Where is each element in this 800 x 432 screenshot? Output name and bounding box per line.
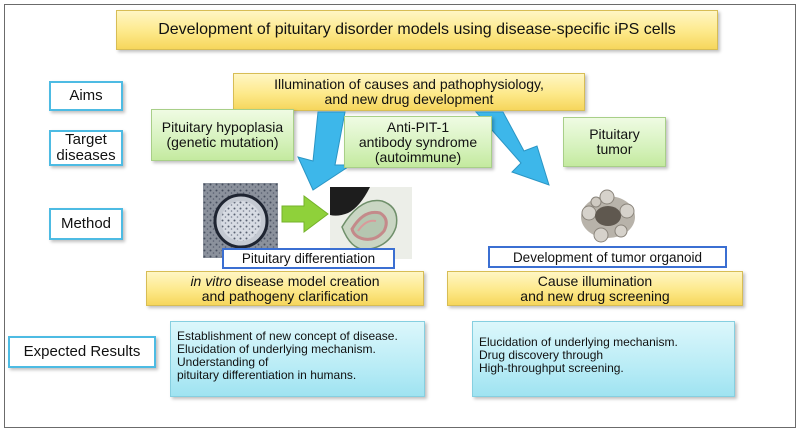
outcome-box-left: in vitro disease model creation and path… <box>146 271 424 306</box>
expected-left-line1: Establishment of new concept of disease. <box>177 329 398 343</box>
label-method-text: Method <box>60 215 112 232</box>
arrow-down-right-icon <box>474 111 550 186</box>
aims-line2: and new drug development <box>324 91 494 107</box>
disease-hypoplasia-line1: Pituitary hypoplasia <box>161 119 284 135</box>
caption-tumor-organoid: Development of tumor organoid <box>488 246 727 268</box>
expected-right-line1: Elucidation of underlying mechanism. <box>479 335 678 349</box>
expected-results-right: Elucidation of underlying mechanism. Dru… <box>472 321 735 397</box>
outcome-left-line2: and pathogeny clarification <box>201 287 369 304</box>
label-aims-text: Aims <box>69 87 103 104</box>
arrow-down-left-icon <box>297 111 353 191</box>
expected-right-line2: Drug discovery through <box>479 348 604 362</box>
outcome-left-rest: disease model creation <box>231 272 380 289</box>
pituitary-micrograph-2 <box>330 187 412 259</box>
label-target-diseases: Target diseases <box>49 130 123 166</box>
outcome-left-line1: in vitro disease model creation <box>190 272 380 289</box>
disease-antipit1-line2: antibody syndrome <box>358 133 478 150</box>
disease-tumor-line1: Pituitary <box>589 126 640 142</box>
expected-results-left: Establishment of new concept of disease.… <box>170 321 425 397</box>
label-expected-text: Expected Results <box>23 343 141 360</box>
disease-tumor-line2: tumor <box>596 141 633 157</box>
micrograph-2-image <box>330 187 412 259</box>
caption-organoid-text: Development of tumor organoid <box>512 249 703 265</box>
caption-pituitary-differentiation: Pituitary differentiation <box>222 248 395 269</box>
micrograph-1-image <box>203 183 278 258</box>
disease-box-anti-pit1: Anti-PIT-1 antibody syndrome (autoimmune… <box>344 116 492 168</box>
aims-line1: Illumination of causes and pathophysiolo… <box>274 76 544 92</box>
aims-box: Illumination of causes and pathophysiolo… <box>233 73 585 111</box>
expected-left-line4: pituitary differentiation in humans. <box>177 368 357 382</box>
pituitary-micrograph-1 <box>203 183 278 258</box>
expected-right-line3: High-throughput screening. <box>479 361 624 375</box>
disease-antipit1-line1: Anti-PIT-1 <box>386 118 450 135</box>
tumor-organoid-image <box>561 183 656 253</box>
organoid-image <box>561 183 656 253</box>
caption-pituitary-text: Pituitary differentiation <box>241 251 376 266</box>
arrow-right-icon <box>281 195 329 233</box>
outcome-right-line2: and new drug screening <box>520 287 670 304</box>
disease-antipit1-line3: (autoimmune) <box>374 148 462 165</box>
diagram-title: Development of pituitary disorder models… <box>116 10 718 50</box>
label-method: Method <box>49 208 123 240</box>
disease-box-tumor: Pituitary tumor <box>563 117 666 167</box>
label-target-line2: diseases <box>56 147 116 164</box>
outcome-box-right: Cause illumination and new drug screenin… <box>447 271 743 306</box>
label-expected-results: Expected Results <box>8 336 156 368</box>
disease-box-hypoplasia: Pituitary hypoplasia (genetic mutation) <box>151 109 294 161</box>
label-aims: Aims <box>49 81 123 111</box>
outcome-left-italic: in vitro <box>190 272 232 289</box>
expected-left-line2: Elucidation of underlying mechanism. <box>177 342 376 356</box>
outcome-right-line1: Cause illumination <box>537 272 653 289</box>
diagram-title-text: Development of pituitary disorder models… <box>158 21 676 38</box>
disease-hypoplasia-line2: (genetic mutation) <box>166 134 279 150</box>
expected-left-line3: Understanding of <box>177 355 269 369</box>
label-target-line1: Target <box>65 131 107 148</box>
